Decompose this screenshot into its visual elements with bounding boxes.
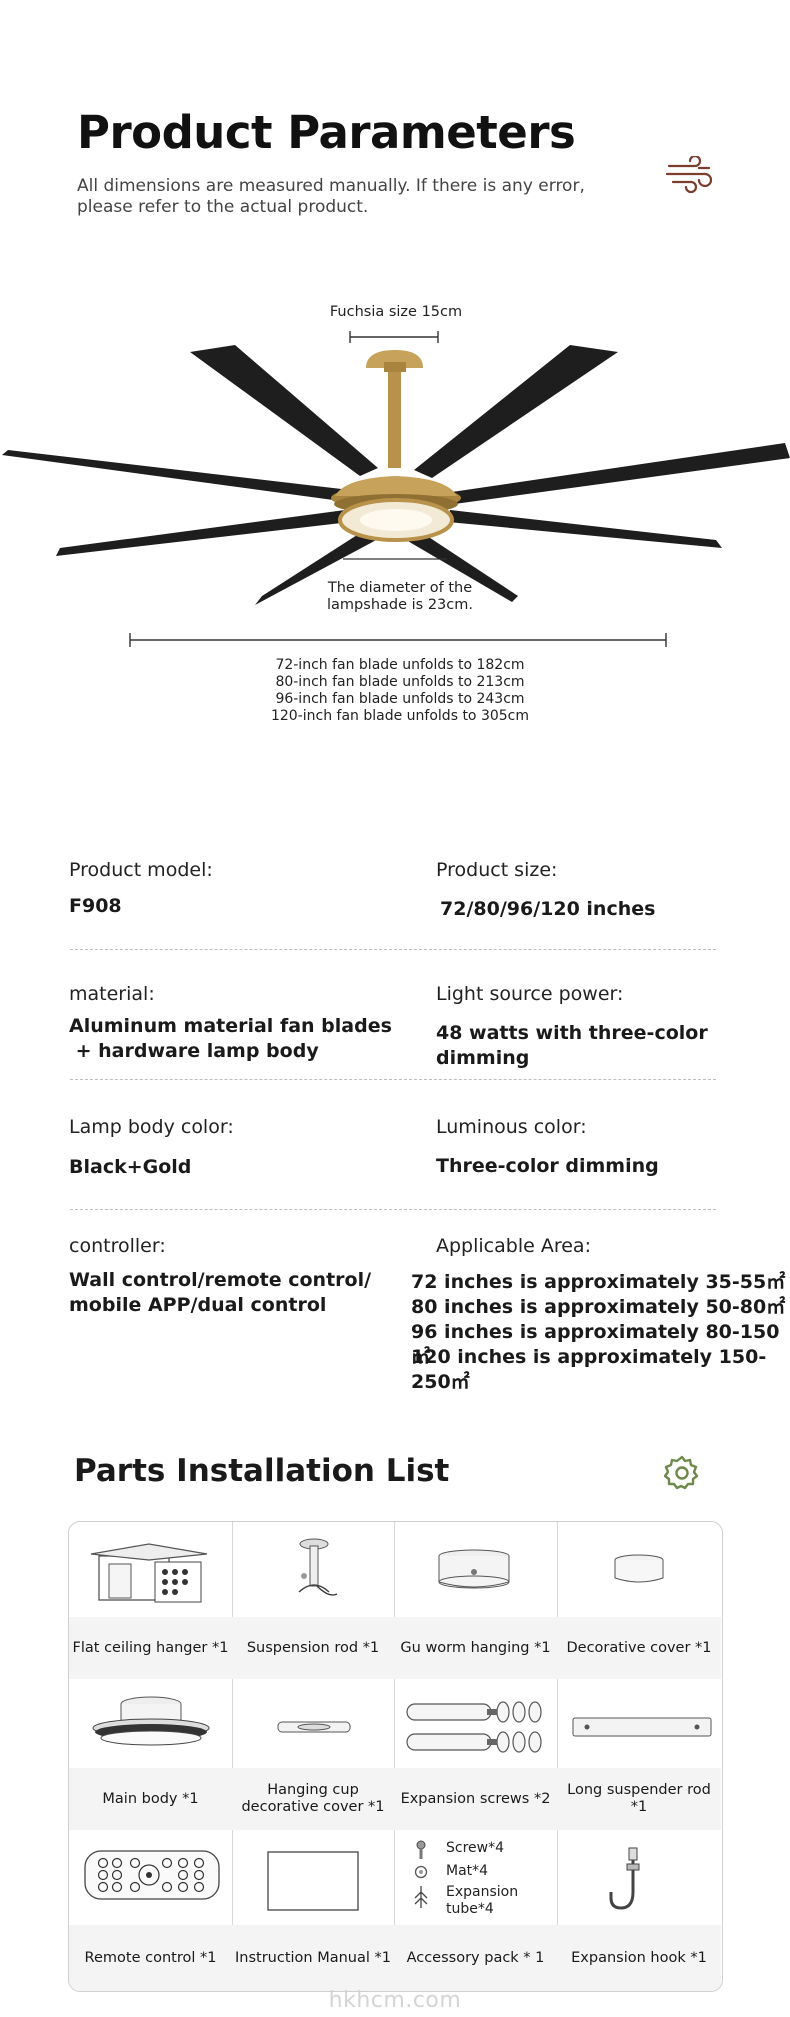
gear-icon [664, 1455, 699, 1490]
fan-blade [56, 510, 350, 556]
blade-span-dimension [129, 633, 667, 647]
controller-value-line-2: mobile APP/dual control [69, 1294, 327, 1316]
fan-blade [438, 443, 790, 506]
mat-icon [414, 1865, 428, 1879]
screw-icon [416, 1840, 426, 1859]
manual-icon [267, 1851, 359, 1911]
controller-value-line-1: Wall control/remote control/ [69, 1269, 372, 1291]
parts-table: Flat ceiling hanger *1 Suspension rod *1… [68, 1521, 723, 1992]
product-model-value: F908 [69, 895, 122, 917]
applicable-area-label: Applicable Area: [436, 1235, 591, 1257]
fan-blade [190, 345, 378, 476]
fan-diagram [2, 331, 790, 647]
fan-blade [448, 510, 722, 548]
light-power-label: Light source power: [436, 983, 624, 1005]
accessory-item-tube: tube*4 [446, 1901, 494, 1917]
part-caption: Suspension rod *1 [232, 1617, 394, 1679]
part-caption: Expansion screws *2 [394, 1768, 557, 1830]
column-divider [394, 1522, 395, 1991]
area-value-80: 80 inches is approximately 50-80㎡ [411, 1296, 786, 1318]
controller-label: controller: [69, 1235, 166, 1257]
unfold-line-80: 80-inch fan blade unfolds to 213cm [275, 674, 525, 690]
fan-blade [406, 530, 518, 602]
part-caption: Gu worm hanging *1 [394, 1617, 557, 1679]
long-rod-icon [572, 1717, 712, 1737]
lamp-body-color-value: Black+Gold [69, 1156, 192, 1178]
motor-housing [335, 476, 457, 496]
unfold-line-120: 120-inch fan blade unfolds to 305cm [270, 708, 529, 724]
unfold-line-72: 72-inch fan blade unfolds to 182cm [275, 657, 525, 673]
part-caption: Accessory pack * 1 [394, 1925, 557, 1991]
fuchsia-dimension [349, 331, 439, 343]
remote-control-icon [84, 1850, 220, 1900]
canopy [366, 350, 423, 368]
part-caption: Flat ceiling hanger *1 [69, 1617, 232, 1679]
subtitle-line-1: All dimensions are measured manually. If… [77, 176, 585, 196]
wind-icon [665, 156, 713, 194]
lampshade-label-line-2: lampshade is 23cm. [327, 597, 473, 613]
part-caption: Main body *1 [69, 1768, 232, 1830]
fan-blade [2, 450, 350, 502]
material-label: material: [69, 983, 155, 1005]
luminous-color-label: Luminous color: [436, 1116, 587, 1138]
column-divider [232, 1522, 233, 1991]
watermark: hkhcm.com [328, 1988, 462, 2013]
material-value-line-1: Aluminum material fan blades [69, 1015, 392, 1037]
decorative-cover-icon [614, 1554, 664, 1583]
ceiling-hanger-icon [90, 1543, 208, 1603]
accessory-item-screw: Screw*4 [446, 1840, 505, 1856]
hanging-cup-icon [277, 1721, 351, 1733]
accessory-item-mat: Mat*4 [446, 1863, 489, 1879]
fan-blade [414, 345, 618, 478]
part-caption: Remote control *1 [69, 1925, 232, 1991]
product-model-label: Product model: [69, 859, 213, 881]
accessory-item-expansion: Expansion [446, 1884, 519, 1900]
area-value-96: 96 inches is approximately 80-150㎡ [411, 1321, 780, 1368]
light-power-value: 48 watts with three-color dimming [436, 1022, 708, 1069]
divider [70, 949, 716, 950]
part-caption: Instruction Manual *1 [232, 1925, 394, 1991]
fuchsia-size-label: Fuchsia size 15cm [329, 304, 463, 320]
divider [70, 1209, 716, 1210]
expansion-hook-icon [609, 1847, 640, 1910]
canopy-icon [438, 1549, 510, 1589]
area-value-72: 72 inches is approximately 35-55㎡ [411, 1271, 786, 1293]
lampshade-label-line-1: The diameter of the [327, 580, 473, 596]
fan-blade [255, 528, 380, 605]
subtitle-line-2: please refer to the actual product. [77, 197, 369, 217]
part-caption: Long suspender rod *1 [557, 1768, 721, 1830]
expansion-tube-icon [414, 1886, 428, 1908]
area-value-120: 120 inches is approximately 150-250㎡ [411, 1346, 767, 1393]
divider [70, 1079, 716, 1080]
material-value-line-2: + hardware lamp body [69, 1040, 319, 1062]
suspension-rod-icon [298, 1538, 338, 1596]
lamp-body-color-label: Lamp body color: [69, 1116, 234, 1138]
unfold-line-96: 96-inch fan blade unfolds to 243cm [275, 691, 525, 707]
page-title: Product Parameters [77, 106, 576, 159]
column-divider [557, 1522, 558, 1991]
product-size-value: 72/80/96/120 inches [440, 898, 656, 920]
part-caption: Decorative cover *1 [557, 1617, 721, 1679]
expansion-screws-icon [406, 1701, 542, 1753]
downrod [388, 368, 401, 468]
luminous-color-value: Three-color dimming [436, 1155, 659, 1177]
product-size-label: Product size: [436, 859, 558, 881]
main-body-icon [92, 1696, 210, 1746]
parts-title: Parts Installation List [74, 1453, 450, 1489]
part-caption: Expansion hook *1 [557, 1925, 721, 1991]
